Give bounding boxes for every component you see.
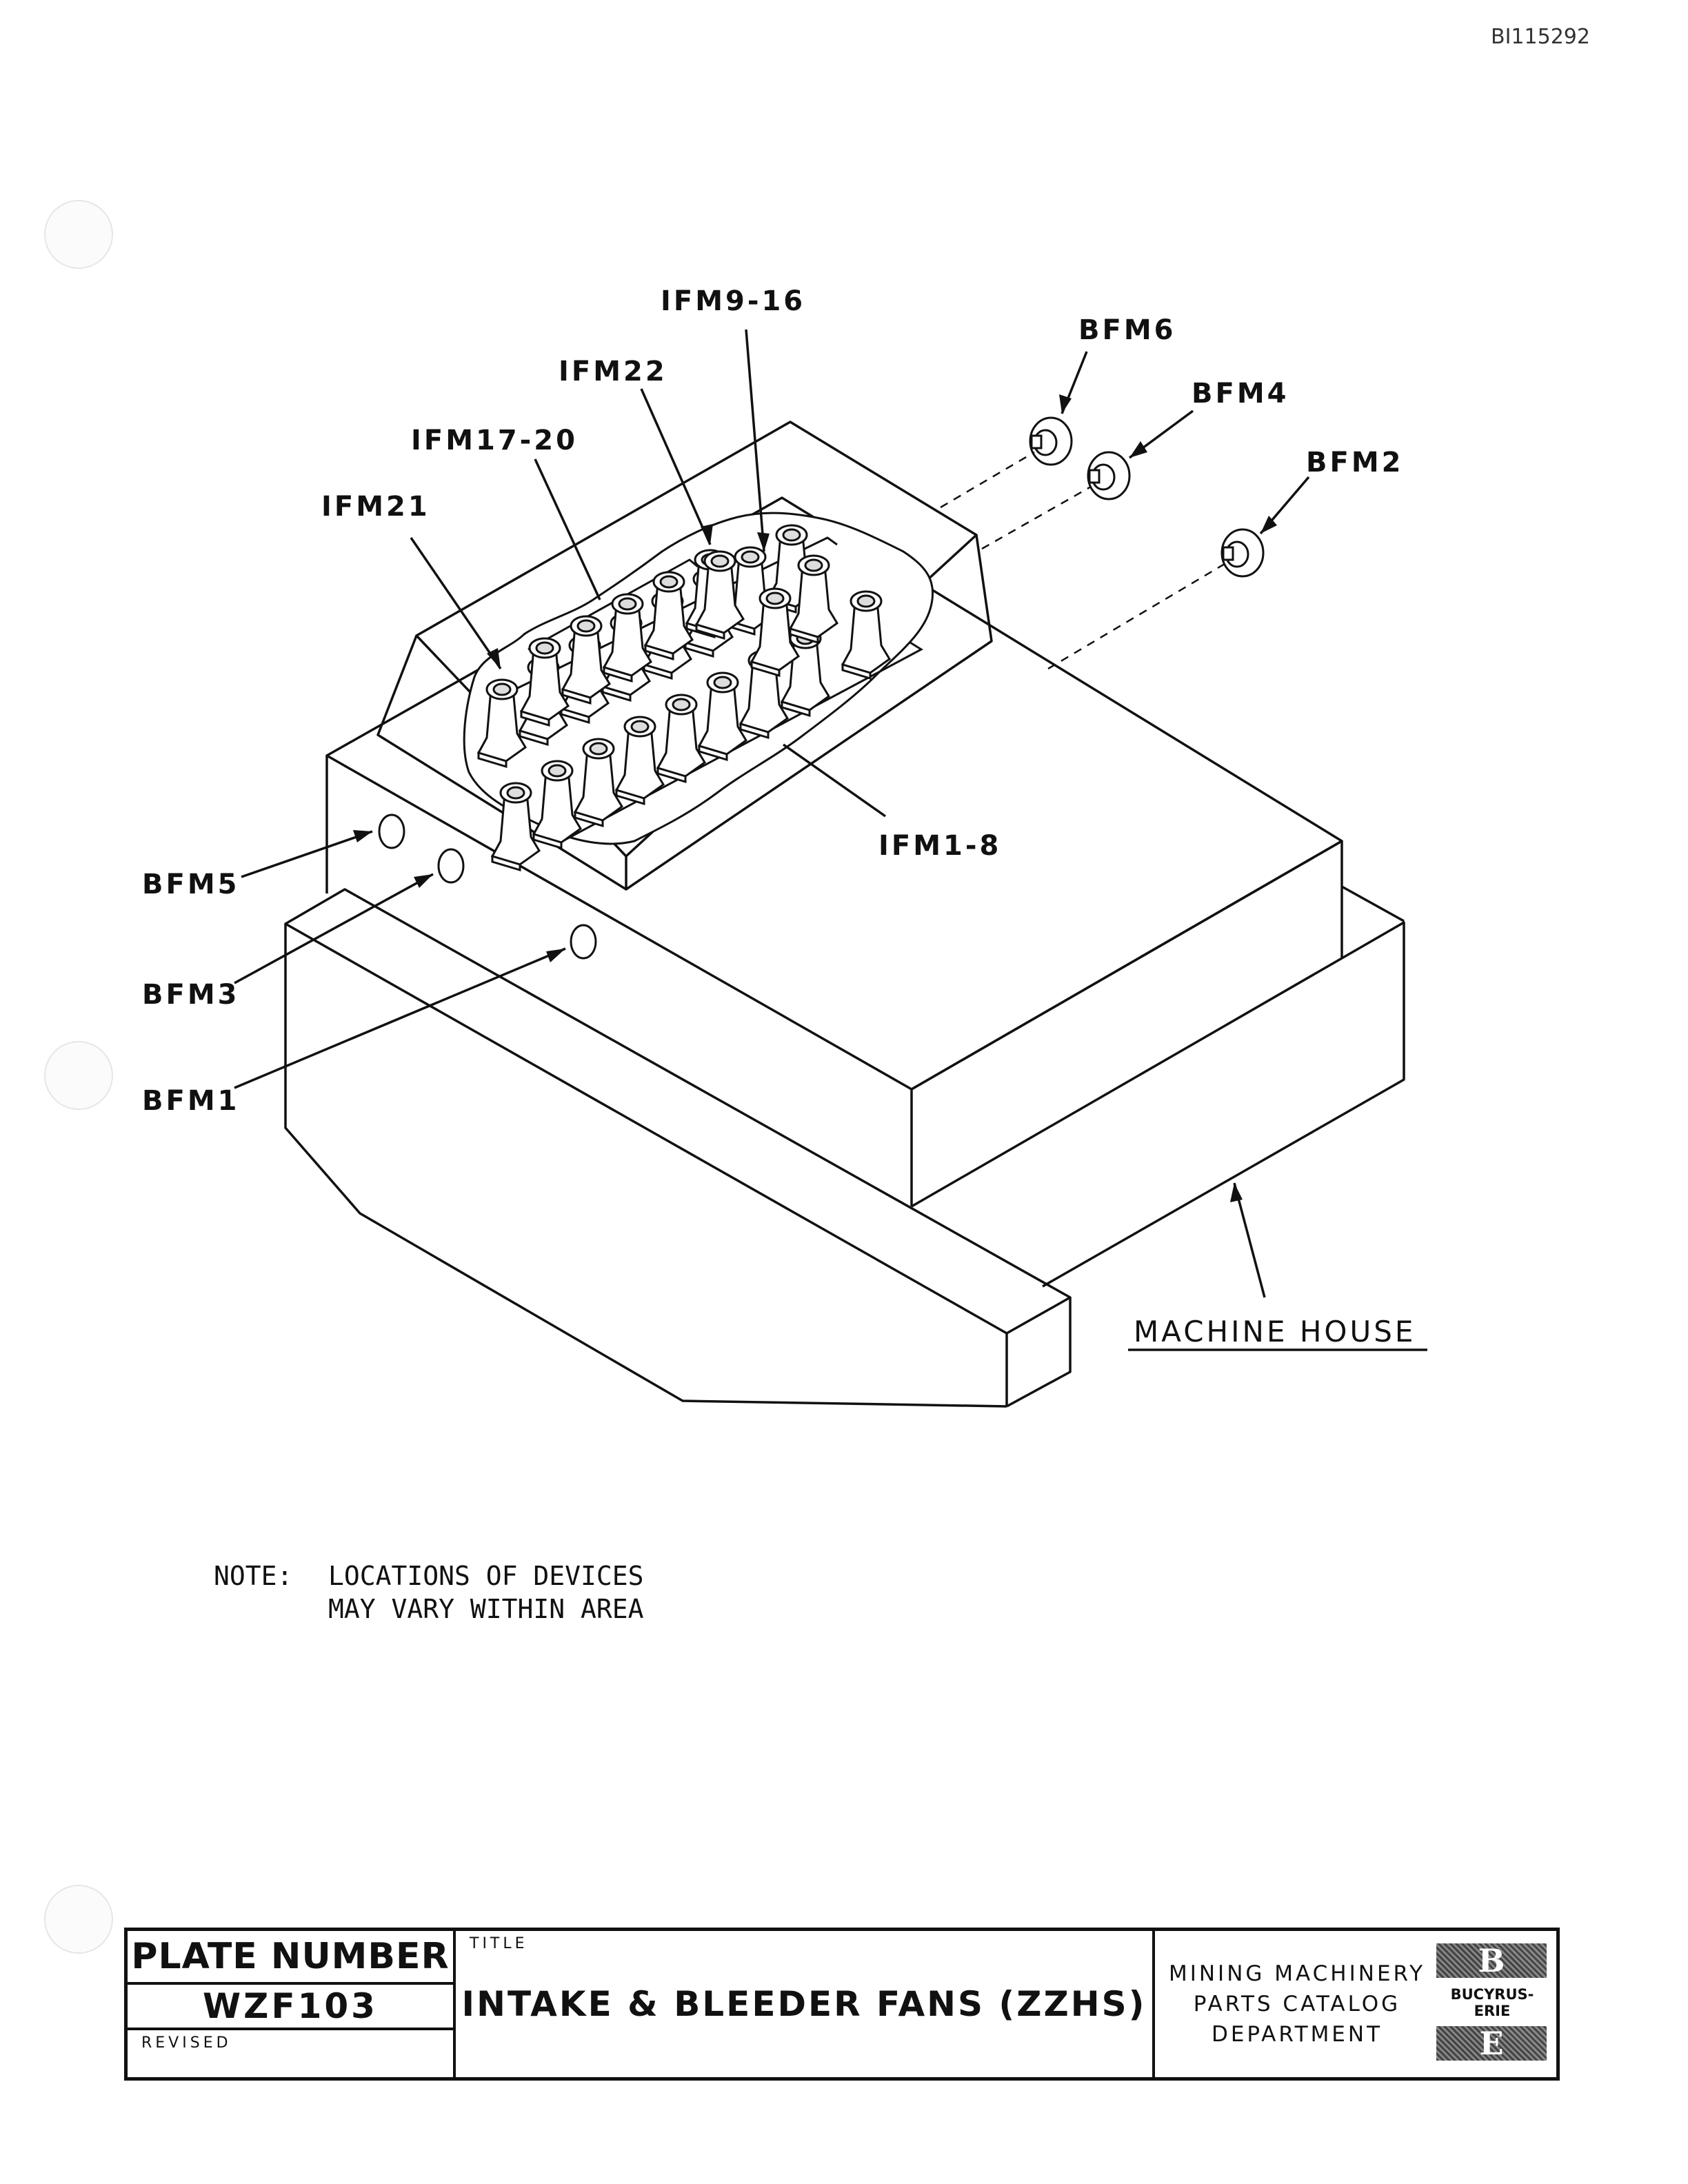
logo-b-block: B	[1436, 1943, 1547, 1978]
dept-line-3: DEPARTMENT	[1211, 2022, 1383, 2047]
plate-title: INTAKE & BLEEDER FANS (ZZHS)	[461, 1984, 1147, 2024]
leader-ifm21	[410, 537, 502, 669]
title-section: TITLE INTAKE & BLEEDER FANS (ZZHS)	[456, 1931, 1155, 2077]
intake-fan	[532, 760, 582, 850]
label-ifm9-16: IFM9-16	[661, 285, 805, 317]
bfm3-opening	[437, 848, 465, 884]
main-box-bottom	[911, 957, 1343, 1208]
intake-fans	[476, 524, 891, 872]
label-bfm2: BFM2	[1306, 447, 1403, 478]
leader-ifm17-20	[534, 458, 601, 600]
label-bfm6: BFM6	[1078, 314, 1176, 346]
bucyrus-erie-logo: B BUCYRUS-ERIE E	[1434, 1943, 1551, 2066]
logo-name: BUCYRUS-ERIE	[1450, 1986, 1534, 2019]
leader-lines	[234, 329, 1310, 1298]
intake-fan	[643, 571, 694, 661]
dept-line-2: PARTS CATALOG	[1193, 1992, 1401, 2016]
leader-arrowheads	[353, 394, 1277, 1202]
department-section: MINING MACHINERY PARTS CATALOG DEPARTMEN…	[1155, 1931, 1556, 2077]
note-line-1: NOTE: LOCATIONS OF DEVICES	[214, 1559, 644, 1593]
note-key: NOTE:	[214, 1561, 293, 1591]
intake-fan	[614, 716, 665, 806]
title-block: PLATE NUMBER WZF103 REVISED TITLE INTAKE…	[124, 1928, 1560, 2081]
leader-machine-house	[1233, 1182, 1266, 1298]
bfm1-opening	[570, 924, 597, 960]
intake-fan	[750, 587, 800, 678]
label-bfm5: BFM5	[142, 869, 239, 900]
intake-fan	[519, 637, 570, 727]
note-text-2: MAY VARY WITHIN AREA	[328, 1594, 644, 1624]
machine-house-diagram: IFM9-16 BFM6 IFM22 BFM4 IFM17-20 BFM2 IF…	[142, 285, 1427, 1408]
title-label: TITLE	[470, 1935, 528, 1952]
intake-fan	[573, 738, 623, 828]
leader-ifm9-16	[745, 329, 765, 552]
intake-fan	[476, 678, 527, 769]
detached-bleeder-fans	[1029, 416, 1265, 578]
machine-house-outline	[284, 421, 1405, 1408]
mounting-dash-lines	[940, 451, 1225, 670]
revised-label: REVISED	[141, 2034, 232, 2052]
label-ifm22: IFM22	[559, 356, 667, 387]
label-machine-house: MACHINE HOUSE	[1134, 1315, 1416, 1348]
intake-fan	[490, 782, 541, 872]
binder-hole-bottom	[44, 1885, 113, 1954]
logo-e-letter: E	[1479, 2025, 1504, 2062]
note-block: NOTE: LOCATIONS OF DEVICES MAY VARY WITHI…	[214, 1559, 644, 1626]
label-ifm1-8: IFM1-8	[878, 830, 1001, 862]
main-box-step	[1341, 885, 1405, 922]
plate-number-section: PLATE NUMBER WZF103 REVISED	[128, 1931, 456, 2077]
fan-housing-front	[376, 635, 627, 891]
intake-fan	[694, 550, 745, 640]
binder-hole-middle	[44, 1041, 113, 1110]
label-ifm21: IFM21	[321, 491, 430, 523]
leader-bfm3	[234, 873, 434, 984]
intake-fan	[788, 554, 838, 645]
binder-hole-top	[44, 200, 113, 269]
leader-ifm22	[640, 388, 712, 545]
label-ifm17-20: IFM17-20	[411, 425, 578, 456]
logo-e-block: E	[1436, 2026, 1547, 2061]
intake-fan	[602, 593, 652, 683]
bfm4-fan	[1087, 451, 1131, 501]
leader-bfm1	[234, 947, 566, 1089]
intake-fan	[656, 694, 706, 784]
logo-b-letter: B	[1478, 1942, 1505, 1979]
leader-bfm5	[241, 830, 373, 878]
label-bfm3: BFM3	[142, 979, 239, 1011]
bracket-ifm9-16	[500, 536, 838, 698]
note-text-1: LOCATIONS OF DEVICES	[328, 1561, 644, 1591]
skid-right	[1006, 1297, 1072, 1408]
leader-ifm1-8	[782, 743, 887, 818]
document-id: BI115292	[1491, 25, 1590, 49]
bleeder-fan-openings	[378, 813, 597, 960]
label-bfm1: BFM1	[142, 1085, 239, 1117]
main-box-right-edge	[1042, 841, 1405, 1288]
plate-number-value: WZF103	[128, 1985, 453, 2030]
main-box-lower-right	[911, 840, 1343, 1091]
intake-fan	[841, 590, 891, 680]
fan-housing-right	[625, 534, 993, 891]
dept-line-1: MINING MACHINERY	[1168, 1961, 1426, 1986]
plate-number-label: PLATE NUMBER	[128, 1931, 453, 1985]
skid-left	[284, 924, 1007, 1408]
intake-fan	[697, 671, 747, 762]
bfm5-opening	[378, 813, 405, 849]
department-text: MINING MACHINERY PARTS CATALOG DEPARTMEN…	[1159, 1959, 1435, 2050]
intake-fan	[561, 615, 611, 705]
bfm2-fan	[1220, 528, 1265, 578]
label-bfm4: BFM4	[1192, 378, 1289, 410]
bfm6-fan	[1029, 416, 1073, 466]
